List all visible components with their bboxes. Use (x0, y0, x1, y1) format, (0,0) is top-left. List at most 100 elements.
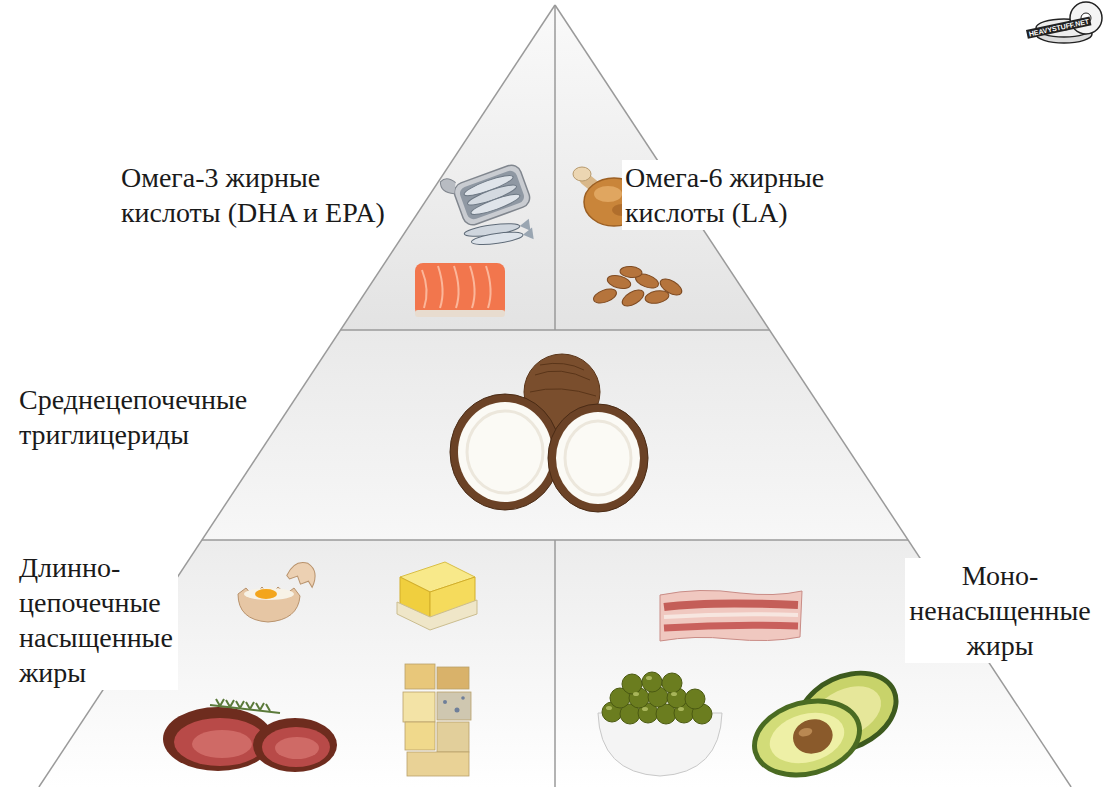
butter-block (397, 562, 477, 630)
almonds (620, 266, 643, 279)
sardine-can (439, 154, 534, 249)
tier-label: Омега-6 жирные кислоты (LA) (622, 160, 830, 230)
sardine-can (522, 227, 534, 240)
coconut (548, 404, 648, 512)
bacon (664, 614, 798, 617)
pyramid-outline (554, 5, 556, 330)
avocado (764, 705, 850, 771)
avocado (789, 715, 836, 758)
salmon-fillet (470, 266, 475, 308)
tier-label: Среднецепочечные триглицериды (16, 382, 253, 452)
coconut (540, 363, 584, 370)
coconut (450, 394, 560, 510)
egg (244, 588, 294, 600)
coconut (556, 412, 640, 504)
egg (255, 589, 277, 599)
olive-bowl (678, 707, 684, 711)
bacon (664, 625, 798, 628)
cheese-stack (405, 722, 435, 750)
coconut (450, 394, 560, 510)
sardine-can (469, 191, 521, 218)
cheese-stack (407, 752, 469, 776)
avocado (743, 687, 871, 787)
bacon (660, 590, 802, 641)
salmon-fillet (454, 266, 459, 308)
cheese-stack (455, 708, 460, 713)
avocado (749, 693, 865, 783)
steak (163, 699, 337, 772)
bacon (664, 603, 798, 607)
steak (210, 699, 280, 713)
egg (286, 557, 321, 589)
sardine-can (452, 162, 533, 227)
almonds (620, 287, 647, 309)
cheese-stack (437, 692, 471, 720)
cheese-stack (437, 667, 469, 689)
olive-bowl (598, 672, 722, 776)
coconut (450, 354, 648, 512)
bacon (660, 590, 802, 641)
pyramid-tier: Моно- ненасыщенные жиры (905, 558, 1095, 663)
pyramid-tier: Среднецепочечные триглицериды (16, 382, 253, 452)
coconut (458, 402, 552, 502)
pyramid-tier: Длинно- цепочечные насыщенные жиры (16, 550, 178, 690)
egg (238, 557, 321, 622)
salmon-fillet (415, 310, 505, 317)
steak (220, 699, 264, 710)
olive-bowl (646, 676, 652, 680)
cheese-stack (443, 700, 447, 704)
salmon-fillet (415, 263, 505, 317)
tier-label: Длинно- цепочечные насыщенные жиры (16, 550, 178, 690)
coconut (565, 421, 631, 495)
pyramid-outline (202, 330, 908, 540)
avocado (743, 655, 912, 787)
olive-bowl (662, 673, 682, 693)
avocado (798, 727, 814, 738)
almonds (592, 266, 685, 310)
coconut (548, 404, 648, 512)
salmon-fillet (438, 266, 443, 308)
cheese-stack (437, 722, 469, 752)
coconut (467, 411, 543, 493)
pyramid-outline (555, 5, 1071, 787)
almonds (592, 286, 619, 305)
salmon-fillet (422, 270, 427, 308)
coconut (530, 389, 596, 396)
egg (238, 587, 300, 622)
chicken-leg (594, 186, 622, 202)
butter-block (397, 600, 477, 630)
chicken-leg (573, 167, 591, 181)
tier-label: Моно- ненасыщенные жиры (905, 558, 1095, 663)
steak (216, 699, 270, 711)
egg (286, 557, 321, 589)
cheese-stack (405, 664, 435, 689)
coconut (530, 363, 596, 396)
olive-bowl (685, 689, 705, 709)
olive-bowl (606, 676, 684, 711)
steak (163, 699, 337, 772)
olive-bowl (602, 672, 712, 724)
pyramid-outline (554, 540, 556, 787)
avocado (743, 687, 871, 787)
sardine-can (463, 218, 533, 248)
salmon-fillet (486, 266, 491, 308)
pyramid-tier: Омега-3 жирные кислоты (DHA и EPA) (118, 160, 392, 230)
sardine-can (439, 154, 532, 231)
almonds (592, 266, 685, 310)
avocado (743, 655, 912, 787)
steak (262, 727, 330, 767)
steak (192, 730, 252, 758)
steak (253, 718, 337, 772)
cheese-stack (403, 692, 435, 722)
coconut (535, 371, 590, 380)
salmon-fillet (422, 266, 491, 308)
olive-bowl (642, 672, 662, 692)
egg (238, 587, 300, 622)
steak (275, 737, 319, 759)
olive-bowl (598, 672, 722, 776)
sardine-can (471, 230, 524, 247)
olive-bowl (642, 707, 648, 711)
olive-bowl (671, 692, 677, 696)
butter-block (397, 562, 477, 630)
